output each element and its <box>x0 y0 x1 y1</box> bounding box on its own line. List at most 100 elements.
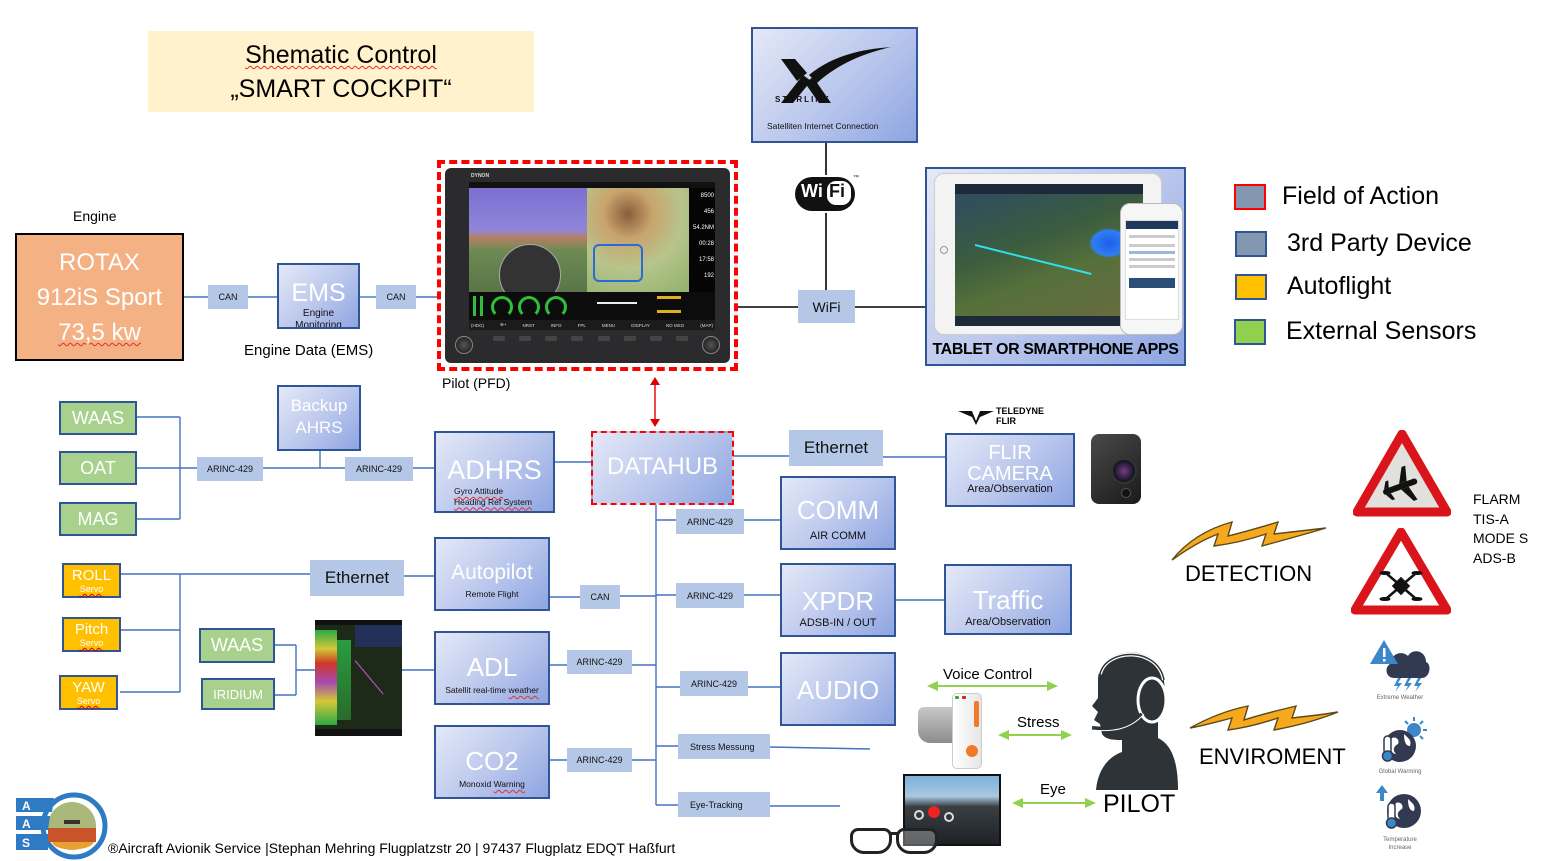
connector-ethernet-servos: Ethernet <box>310 560 404 596</box>
datahub-title: DATAHUB <box>606 453 719 480</box>
pfd-map-airspace <box>593 244 643 282</box>
sensor-mag[interactable]: MAG <box>59 502 137 536</box>
tablet-caption: TABLET OR SMARTPHONE APPS <box>932 341 1179 358</box>
legend-item-external-sensors: External Sensors <box>1234 317 1476 346</box>
tablet-screen <box>955 184 1143 326</box>
comm-box[interactable]: COMM AIR COMM <box>780 476 896 550</box>
pfd-knob-left[interactable] <box>455 336 473 354</box>
adhrs-subtitle-1: Gyro Attitude <box>454 486 504 497</box>
pfd-softkey-bar: (HDG) ⊕+ NRST INFO FPL MENU DISPLAY NO M… <box>469 320 715 330</box>
flir-title-2: CAMERA <box>967 463 1053 485</box>
adhrs-subtitle-2: Heading Ref System <box>454 496 532 507</box>
pfd-button[interactable] <box>493 336 505 341</box>
connector-can-autopilot: CAN <box>580 585 620 609</box>
co2-title: CO2 <box>465 746 519 776</box>
backup-ahrs-line-1: Backup <box>290 396 348 415</box>
backup-ahrs-box[interactable]: Backup AHRS <box>277 385 361 451</box>
co2-box[interactable]: CO2 Monoxid Warning <box>434 725 550 799</box>
pfd-caption: Pilot (PFD) <box>442 375 511 391</box>
flir-camera-box[interactable]: FLIR CAMERA Area/Observation <box>945 433 1075 507</box>
pilot-label: PILOT <box>1103 790 1176 818</box>
connector-arinc-sensors: ARINC-429 <box>197 457 263 481</box>
connector-arinc-comm: ARINC-429 <box>676 509 744 534</box>
pfd-map <box>587 188 689 292</box>
voice-control-label: Voice Control <box>943 666 1033 683</box>
servo-yaw[interactable]: YAW Servo <box>59 675 118 710</box>
servo-pitch[interactable]: Pitch Servo <box>62 617 121 652</box>
adl-title: ADL <box>466 652 518 682</box>
engine-box[interactable]: ROTAX 912iS Sport 73,5 kw <box>15 233 184 361</box>
legend-item-autoflight: Autoflight <box>1235 272 1391 301</box>
co2-subtitle: Monoxid <box>459 778 494 789</box>
detection-system: ADS-B <box>1473 549 1516 566</box>
adhrs-title: ADHRS <box>447 455 542 485</box>
title-line-1-word: Shematic Control <box>245 41 437 69</box>
env-icon-temperature-increase: Temperature Increase <box>1360 783 1440 855</box>
tablet-device <box>934 173 1162 335</box>
pfd-button[interactable] <box>675 336 688 341</box>
smartphone-device <box>1120 203 1183 335</box>
detection-systems-list: FLARM TIS-A MODE S ADS-B <box>1473 490 1528 568</box>
connector-ethernet-flir: Ethernet <box>789 430 883 466</box>
env-icon-global-warming: Global Warming <box>1360 716 1440 778</box>
engine-model-line-2: 912iS Sport <box>36 284 163 311</box>
eye-label: Eye <box>1040 781 1066 798</box>
pfd-display[interactable]: DYNON 8500 456 54.2NM 00:28 17:58 192 <box>437 160 738 371</box>
eye-tracking-image <box>848 768 1003 858</box>
engine-power: 73,5 kw <box>58 319 141 346</box>
connector-arinc-adl: ARINC-429 <box>567 650 632 674</box>
wifi-logo-icon: Wi Fi ™ <box>795 175 859 213</box>
pfd-knob-right[interactable] <box>702 336 720 354</box>
comm-subtitle: AIR COMM <box>809 529 867 542</box>
xpdr-box[interactable]: XPDR ADSB-IN / OUT <box>780 563 896 637</box>
temperature-increase-icon <box>1376 785 1421 829</box>
connector-stress-messung: Stress Messung <box>678 734 770 759</box>
environment-label: ENVIROMENT <box>1199 744 1346 769</box>
sensor-waas-2[interactable]: WAAS <box>199 628 275 663</box>
pfd-screen: 8500 456 54.2NM 00:28 17:58 192 (HDG) <box>469 182 715 330</box>
legend-item-field-of-action: Field of Action <box>1234 182 1439 211</box>
pfd-button[interactable] <box>649 336 662 341</box>
starlink-caption: Satelliten Internet Connection <box>767 121 879 131</box>
traffic-box[interactable]: Traffic Area/Observation <box>944 564 1072 635</box>
legend-swatch <box>1235 230 1267 257</box>
pfd-button[interactable] <box>519 336 532 341</box>
flir-camera-image <box>1087 430 1143 508</box>
traffic-title: Traffic <box>972 585 1044 615</box>
tablet-apps-box[interactable]: TABLET OR SMARTPHONE APPS <box>925 167 1186 366</box>
pfd-button[interactable] <box>623 336 636 341</box>
sensor-oat[interactable]: OAT <box>59 451 137 485</box>
connector-can-ems: CAN <box>376 285 416 309</box>
svg-text:A: A <box>22 799 31 813</box>
environment-lightning-icon <box>1189 705 1339 731</box>
svg-text:A: A <box>22 817 31 831</box>
legend-item-3rd-party-device: 3rd Party Device <box>1235 229 1472 258</box>
starlink-box[interactable]: STARLINK Satelliten Internet Connection <box>751 27 918 143</box>
adhrs-box[interactable]: ADHRS Gyro Attitude Heading Ref System <box>434 431 555 513</box>
detection-label: DETECTION <box>1185 561 1313 586</box>
ems-title: EMS <box>291 279 346 307</box>
audio-box[interactable]: AUDIO <box>780 652 896 726</box>
ems-box[interactable]: EMS Engine Monitoring <box>277 263 360 329</box>
ems-caption: Engine Data (EMS) <box>244 342 374 359</box>
datahub-box[interactable]: DATAHUB <box>591 431 734 505</box>
pfd-button[interactable] <box>545 336 558 341</box>
pfd-button[interactable] <box>571 336 584 341</box>
sensor-waas[interactable]: WAAS <box>59 401 137 435</box>
pfd-button[interactable] <box>597 336 610 341</box>
servo-roll[interactable]: ROLL Servo <box>62 563 121 598</box>
pfd-brand: DYNON <box>471 173 490 179</box>
detection-system: FLARM <box>1473 491 1521 507</box>
connector-wifi: WiFi <box>798 290 855 323</box>
global-warming-icon <box>1381 717 1427 762</box>
autopilot-box[interactable]: Autopilot Remote Flight <box>434 537 550 611</box>
stress-label: Stress <box>1017 714 1060 731</box>
weather-map-image <box>315 620 402 736</box>
autopilot-title: Autopilot <box>451 561 533 584</box>
adl-box[interactable]: ADL Satellit real-time weather <box>434 631 550 705</box>
legend-swatch <box>1234 318 1266 345</box>
comm-title: COMM <box>796 495 880 525</box>
legend-swatch <box>1234 183 1266 210</box>
eye-tracking-glasses-icon <box>848 824 944 856</box>
sensor-iridium[interactable]: IRIDIUM <box>201 678 275 710</box>
